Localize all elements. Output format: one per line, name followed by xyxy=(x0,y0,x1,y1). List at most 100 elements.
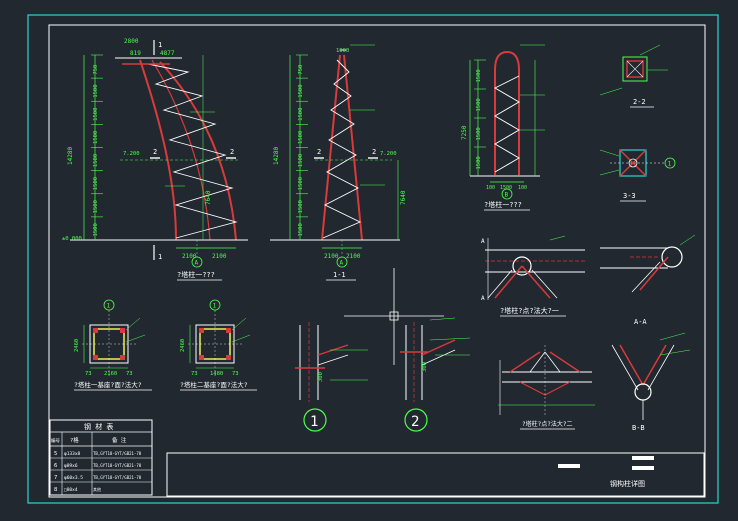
base-a-dim-3: 73 xyxy=(126,371,133,377)
height-dim-segment: 1500 xyxy=(476,156,482,169)
height-dim-segment: 1500 xyxy=(476,127,482,140)
base-b-dim-1: 73 xyxy=(191,371,198,377)
detail-2-label: 2 xyxy=(411,414,419,430)
mid-level: 7.200 xyxy=(123,151,140,157)
height-dim-segment: 1500 xyxy=(298,108,304,121)
base-a-caption: ?塔柱一基座?面?法大? xyxy=(74,380,142,389)
height-dim-segment: 1500 xyxy=(298,84,304,97)
detail-1-view: 300 1 xyxy=(295,322,368,432)
table-cell-note: 其他 xyxy=(93,486,101,492)
top-dim-1: 2800 xyxy=(124,38,139,45)
section-bottom-label: 1 xyxy=(158,253,162,261)
height-dim-segment: 1500 xyxy=(298,154,304,167)
height-dim-segment: 1500 xyxy=(298,200,304,213)
height-dim-segment: 1500 xyxy=(93,84,99,97)
table-cell-spec: φ89x6 xyxy=(64,463,78,469)
joint-a-axis-bottom: A xyxy=(481,295,485,302)
table-cell-spec: □80x4 xyxy=(64,487,78,493)
detail-1-dim: 300 xyxy=(318,372,324,382)
table-header-no: 编号 xyxy=(51,437,60,444)
mid-level-b: 7.200 xyxy=(380,151,397,157)
top-dim-3: 4877 xyxy=(160,50,175,57)
bottom-dim-c-1: 100 xyxy=(486,185,495,191)
elevation-b-caption: 1-1 xyxy=(333,271,346,279)
height-dim-segment: 1500 xyxy=(298,131,304,144)
axis-a: A xyxy=(195,260,199,267)
top-dim-2: 819 xyxy=(130,50,141,57)
height-dim-segment: 1500 xyxy=(476,98,482,111)
joint-a-axis-top: A xyxy=(481,238,485,245)
title-block: 钢构柱详图 xyxy=(166,452,705,497)
height-dim-segment: 1500 xyxy=(476,69,482,82)
base-a-dim-2: 2160 xyxy=(104,371,117,377)
height-dim-segment: 1500 xyxy=(93,108,99,121)
table-header-spec: ?格 xyxy=(70,436,79,444)
mid-dim-c: 7250 xyxy=(461,125,468,140)
joint-bb-caption: B-B xyxy=(632,424,645,432)
axis-a-b: A xyxy=(340,260,344,267)
height-dim-segment: 1500 xyxy=(93,131,99,144)
base-b-dim-3: 73 xyxy=(232,371,239,377)
table-cell-note: TB,GYT18-GYT/GB21-78 xyxy=(93,475,142,480)
axis-b: B xyxy=(505,192,509,199)
base-detail-a-view: 1 2460 73 2160 73 ?塔柱一基座?面?法大? xyxy=(74,299,152,391)
elevation-b-view: 1000 7.200 14280 7640 2 2 2100 2100 A 75… xyxy=(270,44,407,281)
base-level: ±0.000 xyxy=(62,236,82,242)
bottom-dim-c-2: 1500 xyxy=(500,185,512,191)
height-dim-segment: 1500 xyxy=(298,177,304,190)
section-mark-b-right: 2 xyxy=(372,148,376,156)
section-3-3-caption: 3-3 xyxy=(623,192,636,200)
section-2-2-caption: 2-2 xyxy=(633,98,646,106)
table-cell-no: 6 xyxy=(54,463,57,469)
joint-aa-caption: A-A xyxy=(634,318,647,326)
base-a-axis: 1 xyxy=(107,303,111,310)
detail-1-label: 1 xyxy=(310,414,318,430)
level-top: 1000 xyxy=(336,48,349,54)
side-dim-b: 7640 xyxy=(400,190,407,205)
detail-2-dim: 300 xyxy=(422,362,428,372)
joint-detail-c-view: ?塔柱?点?法大?二 xyxy=(498,345,595,430)
base-b-side-dim: 2460 xyxy=(180,339,186,352)
base-b-dim-2: 1480 xyxy=(210,371,223,377)
joint-c-caption: ?塔柱?点?法大?二 xyxy=(522,420,572,428)
joint-detail-a-view: A A ?塔柱?点?法大?一 xyxy=(481,235,585,317)
height-dim-segment: 1500 xyxy=(93,200,99,213)
base-b-caption: ?塔柱二基座?面?法大? xyxy=(180,380,248,389)
height-dim-segment: 750 xyxy=(93,65,99,75)
total-height: 14280 xyxy=(67,147,74,165)
base-a-side-dim: 2460 xyxy=(74,339,80,352)
drawing-frame xyxy=(27,14,719,504)
table-cell-no: 5 xyxy=(54,451,57,457)
section-mark-right: 2 xyxy=(230,148,234,156)
base-a-dim-1: 73 xyxy=(85,371,92,377)
table-header-note: 备 注 xyxy=(112,436,127,444)
table-cell-spec: φ133x8 xyxy=(64,451,81,457)
joint-round-node-view xyxy=(600,234,696,293)
table-cell-no: 7 xyxy=(54,475,57,481)
table-cell-no: 8 xyxy=(54,487,57,493)
bottom-dim-2: 2100 xyxy=(212,253,227,260)
bottom-dim-b-2: 2100 xyxy=(346,253,361,260)
base-b-axis: 1 xyxy=(213,303,217,310)
section-top-label: 1 xyxy=(158,41,162,49)
section-3-3-view: 1 3-3 xyxy=(599,149,676,202)
bottom-dim-b-1: 2100 xyxy=(324,253,339,260)
base-detail-b-view: 1 2460 73 1480 73 ?塔柱二基座?面?法大? xyxy=(180,299,257,391)
height-dim-segment: 1500 xyxy=(93,223,99,236)
table-cell-spec: φ60x3.5 xyxy=(64,475,83,481)
section-2-2-view: 2-2 xyxy=(599,44,668,108)
height-dim-segment: 1500 xyxy=(93,177,99,190)
height-dim-segment: 1500 xyxy=(93,154,99,167)
crosshair-cursor-icon xyxy=(344,268,444,365)
section-mark-b-left: 2 xyxy=(317,148,321,156)
section-mark-left: 2 xyxy=(153,148,157,156)
joint-a-caption: ?塔柱?点?法大?一 xyxy=(500,306,559,315)
total-height-b: 14280 xyxy=(273,147,280,165)
height-dim-segment: 1500 xyxy=(298,223,304,236)
height-dim-segment: 750 xyxy=(298,65,304,75)
joint-aa-view: A-A B-B xyxy=(611,318,691,432)
elevation-c-caption: ?塔柱一??? xyxy=(484,200,522,209)
